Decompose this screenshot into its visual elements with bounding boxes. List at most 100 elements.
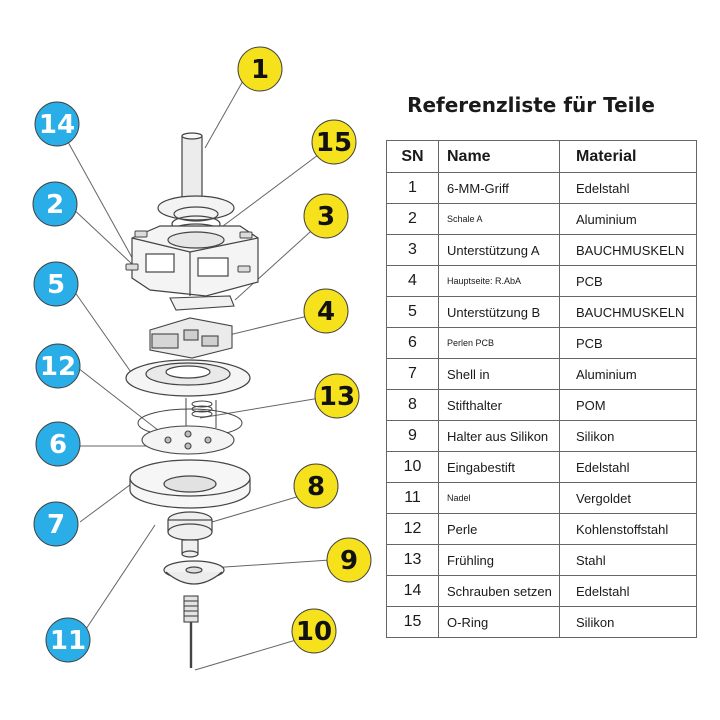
callout-13: 13 bbox=[314, 373, 360, 419]
part-material-cell: Stahl bbox=[559, 544, 697, 576]
part-material-cell: Silikon bbox=[559, 420, 697, 452]
part-number-cell: 12 bbox=[386, 513, 439, 545]
part-number-cell: 5 bbox=[386, 296, 439, 328]
part-number-cell: 4 bbox=[386, 265, 439, 297]
svg-text:6: 6 bbox=[49, 430, 67, 460]
part-shell-in bbox=[129, 459, 251, 509]
header-material: Material bbox=[559, 140, 697, 173]
reference-list-title: Referenzliste für Teile bbox=[407, 93, 655, 117]
part-name-cell: Schrauben setzen bbox=[438, 575, 560, 607]
part-material-cell: Aluminium bbox=[559, 203, 697, 235]
part-silicone-holder bbox=[163, 560, 225, 585]
part-name-cell: Frühling bbox=[438, 544, 560, 576]
part-handle bbox=[181, 132, 203, 207]
callout-12: 12 bbox=[35, 343, 81, 389]
callout-5: 5 bbox=[33, 261, 79, 307]
exploded-view-diagram: 1 2 3 4 5 6 7 8 bbox=[32, 46, 372, 671]
part-material-cell: Edelstahl bbox=[559, 575, 697, 607]
callout-6: 6 bbox=[35, 421, 81, 467]
part-number-cell: 13 bbox=[386, 544, 439, 576]
part-shell-a bbox=[131, 225, 259, 297]
part-material-cell: Aluminium bbox=[559, 358, 697, 390]
callout-11: 11 bbox=[45, 617, 91, 663]
callout-7: 7 bbox=[33, 501, 79, 547]
part-number-cell: 1 bbox=[386, 172, 439, 204]
part-name-cell: Unterstützung B bbox=[438, 296, 560, 328]
part-material-cell: Silikon bbox=[559, 606, 697, 638]
part-number-cell: 14 bbox=[386, 575, 439, 607]
part-material-cell: PCB bbox=[559, 265, 697, 297]
part-material-cell: BAUCHMUSKELN bbox=[559, 296, 697, 328]
part-material-cell: Edelstahl bbox=[559, 172, 697, 204]
part-support-b bbox=[125, 359, 251, 397]
svg-text:7: 7 bbox=[47, 510, 65, 540]
callout-4: 4 bbox=[303, 288, 349, 334]
part-name-cell: Eingabestift bbox=[438, 451, 560, 483]
part-name-cell: Hauptseite: R.AbA bbox=[438, 265, 560, 297]
svg-text:13: 13 bbox=[319, 382, 355, 412]
part-number-cell: 6 bbox=[386, 327, 439, 359]
part-number-cell: 9 bbox=[386, 420, 439, 452]
callout-10: 10 bbox=[291, 608, 337, 654]
part-name-cell: 6-MM-Griff bbox=[438, 172, 560, 204]
callout-2: 2 bbox=[32, 181, 78, 227]
svg-text:9: 9 bbox=[340, 546, 358, 576]
part-name-cell: Shell in bbox=[438, 358, 560, 390]
svg-text:10: 10 bbox=[296, 617, 332, 647]
part-name-cell: Perlen PCB bbox=[438, 327, 560, 359]
svg-text:12: 12 bbox=[40, 352, 76, 382]
part-number-cell: 2 bbox=[386, 203, 439, 235]
callout-8: 8 bbox=[293, 463, 339, 509]
part-set-screws bbox=[125, 230, 253, 273]
part-name-cell: Halter aus Silikon bbox=[438, 420, 560, 452]
part-stylus-pin bbox=[183, 595, 199, 668]
part-name-cell: Perle bbox=[438, 513, 560, 545]
svg-text:8: 8 bbox=[307, 472, 325, 502]
header-name: Name bbox=[438, 140, 560, 173]
part-material-cell: Kohlenstoffstahl bbox=[559, 513, 697, 545]
part-spring bbox=[185, 398, 217, 428]
callout-14: 14 bbox=[34, 101, 80, 147]
svg-text:14: 14 bbox=[39, 110, 75, 140]
part-material-cell: BAUCHMUSKELN bbox=[559, 234, 697, 266]
table-header-row: SN Name Material bbox=[386, 140, 697, 173]
part-support-a bbox=[169, 295, 235, 311]
header-sn: SN bbox=[386, 140, 439, 173]
svg-text:4: 4 bbox=[317, 297, 335, 327]
callout-1: 1 bbox=[237, 46, 283, 92]
part-number-cell: 11 bbox=[386, 482, 439, 514]
part-number-cell: 8 bbox=[386, 389, 439, 421]
part-name-cell: Schale A bbox=[438, 203, 560, 235]
svg-text:3: 3 bbox=[317, 202, 335, 232]
part-main-pcb bbox=[149, 317, 233, 359]
part-pen-holder bbox=[167, 511, 213, 558]
part-o-ring bbox=[157, 195, 235, 241]
part-name-cell: Stifthalter bbox=[438, 389, 560, 421]
part-bead-pcb bbox=[141, 425, 235, 455]
callout-15: 15 bbox=[311, 119, 357, 165]
callout-9: 9 bbox=[326, 537, 372, 583]
part-number-cell: 15 bbox=[386, 606, 439, 638]
part-material-cell: Edelstahl bbox=[559, 451, 697, 483]
svg-text:2: 2 bbox=[46, 190, 64, 220]
part-number-cell: 10 bbox=[386, 451, 439, 483]
svg-text:11: 11 bbox=[50, 626, 86, 656]
part-number-cell: 7 bbox=[386, 358, 439, 390]
part-name-cell: Unterstützung A bbox=[438, 234, 560, 266]
part-name-cell: Nadel bbox=[438, 482, 560, 514]
